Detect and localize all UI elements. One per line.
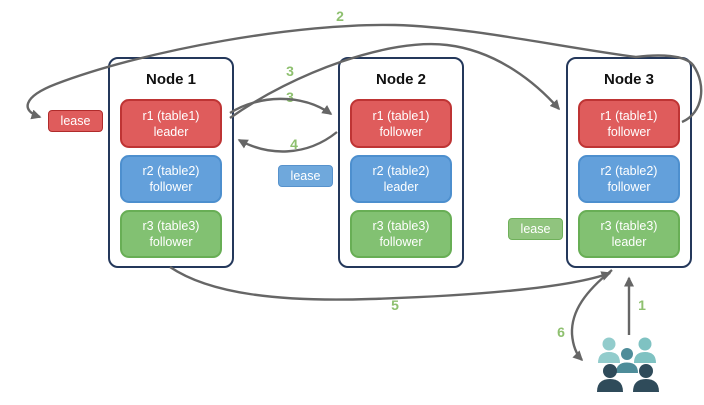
replica-label: r3 (table3): [600, 219, 658, 233]
node-1-replica-r1: r1 (table1) leader: [120, 99, 222, 148]
replica-label: r3 (table3): [372, 219, 430, 233]
node-2: Node 2 r1 (table1) follower r2 (table2) …: [338, 57, 464, 268]
arrow-step-6: [570, 269, 613, 362]
step-label-2: 2: [336, 8, 344, 24]
replica-role: follower: [379, 124, 423, 139]
replica-role: follower: [149, 235, 193, 249]
replica-role: leader: [611, 235, 647, 249]
step-label-5: 5: [391, 297, 399, 313]
arrow-step-3-to-node2: [229, 97, 333, 115]
lease-label-red: lease: [48, 110, 103, 132]
step-label-1: 1: [638, 297, 646, 313]
replica-label: r1 (table1): [600, 108, 658, 123]
node-1-replica-r2: r2 (table2) follower: [120, 155, 222, 203]
lease-label-green: lease: [508, 218, 563, 240]
lease-label-blue: lease: [278, 165, 333, 187]
replica-role: leader: [383, 180, 419, 194]
person-back-left: [598, 337, 620, 363]
replica-label: r2 (table2): [142, 164, 200, 178]
arrow-step-5: [169, 266, 612, 301]
step-label-3a: 3: [286, 63, 294, 79]
replica-label: r2 (table2): [372, 164, 430, 178]
node-3-replica-r3: r3 (table3) leader: [578, 210, 680, 258]
node-3: Node 3 r1 (table1) follower r2 (table2) …: [566, 57, 692, 268]
step-label-6: 6: [557, 324, 565, 340]
node-2-replica-r3: r3 (table3) follower: [350, 210, 452, 258]
arrow-step-4: [237, 131, 338, 153]
person-back-right: [634, 337, 656, 363]
replica-role: follower: [149, 180, 193, 194]
node-1-replica-r3: r3 (table3) follower: [120, 210, 222, 258]
person-middle: [616, 348, 638, 373]
person-front-right: [633, 364, 659, 392]
person-front-left: [597, 364, 623, 392]
replica-role: follower: [607, 180, 651, 194]
node-1-title: Node 1: [145, 71, 196, 88]
replica-role: leader: [153, 124, 189, 139]
node-2-title: Node 2: [375, 71, 426, 88]
replica-label: r3 (table3): [142, 219, 200, 233]
replica-label: r2 (table2): [600, 164, 658, 178]
replica-role: follower: [607, 124, 651, 139]
users-icon: [597, 337, 659, 392]
node-3-replica-r1: r1 (table1) follower: [578, 99, 680, 148]
replica-label: r1 (table1): [372, 108, 430, 123]
replica-label: r1 (table1): [142, 108, 200, 123]
node-3-replica-r2: r2 (table2) follower: [578, 155, 680, 203]
node-3-title: Node 3: [603, 71, 654, 88]
replica-role: follower: [379, 235, 423, 249]
step-label-3b: 3: [286, 89, 294, 105]
node-2-replica-r2: r2 (table2) leader: [350, 155, 452, 203]
node-2-replica-r1: r1 (table1) follower: [350, 99, 452, 148]
node-1: Node 1 r1 (table1) leader r2 (table2) fo…: [108, 57, 234, 268]
step-label-4: 4: [290, 136, 298, 152]
